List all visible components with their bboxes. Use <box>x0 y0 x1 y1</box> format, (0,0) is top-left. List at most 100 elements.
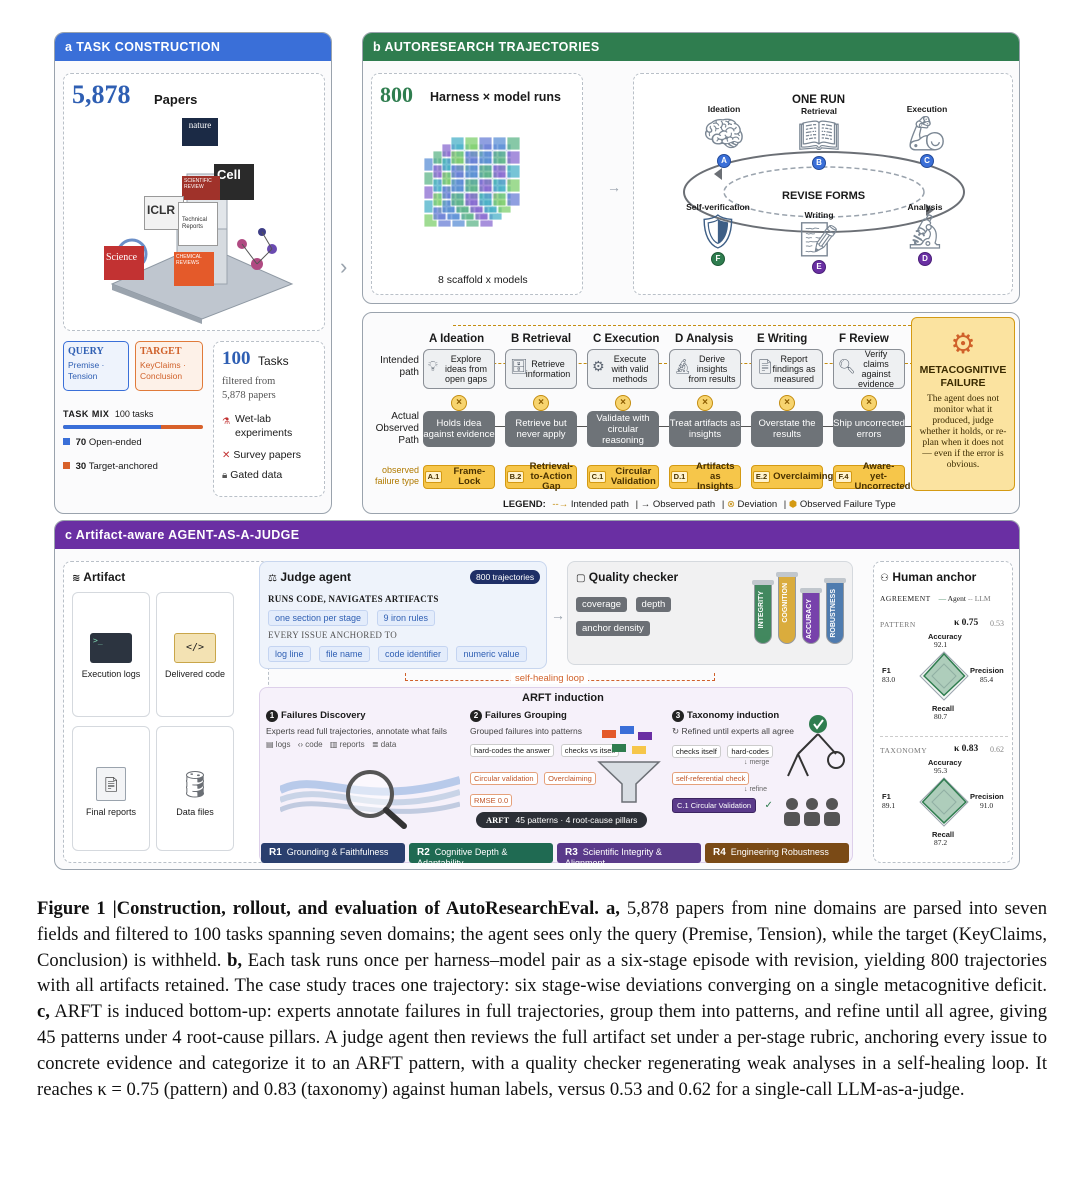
cube-cell <box>464 150 479 165</box>
tube-cap <box>824 578 846 583</box>
accuracy-value: 92.1 <box>934 640 948 649</box>
tube-cap <box>776 572 798 577</box>
terminal-icon: >_ <box>90 633 132 663</box>
query-card: QUERY Premise · Tension <box>63 341 129 391</box>
stage-intended-text: Explore ideas from open gaps <box>444 354 488 384</box>
failure-name: Frame-Lock <box>453 466 486 487</box>
runs-count: 800 <box>380 82 413 107</box>
stage-intended-text: Execute with valid methods <box>611 354 649 384</box>
papers-label: Papers <box>154 92 198 107</box>
failure-code: B.2 <box>506 471 525 483</box>
failure-code: D.1 <box>670 471 689 483</box>
legend-title: LEGEND: <box>503 499 546 510</box>
microscope-icon: 🔬︎ <box>903 213 947 251</box>
failure-name: Retrieval-to-Action Gap <box>529 461 573 492</box>
accuracy-name: Accuracy <box>928 758 962 767</box>
check-icon: ✓ <box>764 800 773 811</box>
cube-cell <box>492 192 507 207</box>
stage-title: A Ideation <box>429 333 485 345</box>
panel-a-task-construction: a TASK CONSTRUCTION 5,878 Papers nature … <box>54 32 332 514</box>
chip-numeric-value: numeric value <box>456 646 527 662</box>
one-run-box: ONE RUN REVISE FORMS Ideation 🧠︎ A Retri… <box>633 73 1013 295</box>
legend-llm: LLM <box>974 594 991 603</box>
caption-c-text: ARFT is induced bottom-up: experts annot… <box>37 1001 1047 1100</box>
judge-agent-box: ⚖︎ Judge agent 800 trajectories RUNS COD… <box>259 561 547 669</box>
target-anchored-row: 30 Target-anchored <box>63 461 158 472</box>
agreement-row: AGREEMENT — Agent -- LLM <box>880 594 991 603</box>
revise-forms-label: REVISE FORMS <box>782 190 866 202</box>
node-retrieval: Retrieval 📖︎ B <box>784 106 854 170</box>
radar-grid <box>931 663 957 689</box>
papers-count: 5,878 <box>72 80 131 109</box>
failure-name: Aware-yet-Uncorrected <box>854 461 911 492</box>
metric-tube-label: INTEGRITY <box>758 591 765 629</box>
judge-chips: one section per stage 9 iron rules <box>268 608 439 626</box>
failure-code: E.2 <box>752 471 771 483</box>
metric-tube: INTEGRITY <box>752 580 774 644</box>
open-book-icon: 📖︎ <box>797 117 841 155</box>
task-mix-count: 100 tasks <box>114 409 154 419</box>
figure-caption: Figure 1 |Construction, rollout, and eva… <box>37 896 1047 1102</box>
log-icon: ▤ <box>266 740 274 749</box>
journal-scientific-review: SCIENTIFIC REVIEW <box>182 176 220 200</box>
pillar-name: Grounding & Faithfulness <box>286 847 389 857</box>
recall-name: Recall <box>932 830 955 839</box>
funnel-icon <box>597 726 661 803</box>
code-folder-icon: </> <box>174 633 216 663</box>
exclusion-survey: ✕ Survey papers <box>222 449 302 461</box>
divider <box>880 736 1008 737</box>
judge-title: ⚖︎ Judge agent <box>268 570 351 584</box>
chip-file-name: file name <box>318 646 370 662</box>
top-dashed-line <box>453 325 911 326</box>
stage-actual: Overstate the results <box>751 411 823 447</box>
arft-summary-bar: ARFT 45 patterns · 4 root-cause pillars <box>476 812 648 828</box>
chip-iron-rules: 9 iron rules <box>376 610 436 626</box>
metric-tube-label: ROBUSTNESS <box>830 589 837 638</box>
tube-cap <box>752 580 774 585</box>
stage-intended: 🔍︎Verify claims against evidence <box>833 349 905 389</box>
failure-name: Circular Validation <box>610 466 656 487</box>
cube-cell <box>478 150 493 165</box>
flask-icon: ⚗ <box>222 416 231 426</box>
panel-b-case-study: Intended path Actual Observed Path obser… <box>362 312 1020 514</box>
f1-value: 83.0 <box>882 675 896 684</box>
cube-cell <box>464 136 479 151</box>
radar-grid <box>931 789 957 815</box>
target-anchored-count: 30 <box>75 461 87 472</box>
hexagon-icon: ⬢ <box>788 499 798 510</box>
quality-checker-box: ▢ Quality checker coverage depth anchor … <box>567 561 853 665</box>
robot-arm-icon: 🦾︎ <box>905 115 949 153</box>
pillar-name: Scientific Integrity & Alignment <box>565 847 662 868</box>
step2-chips-a: hard-codes the answer checks vs itself <box>470 740 660 758</box>
target-title: TARGET <box>140 346 182 357</box>
node-self-verification: Self-verification 🛡︎ F <box>678 202 758 266</box>
arft-bar-label: ARFT <box>486 815 510 825</box>
intended-path-label: Intended path <box>380 355 419 378</box>
failure-code: A.1 <box>424 471 443 483</box>
stage-title: C Execution <box>593 333 660 345</box>
caption-c-label: c, <box>37 1001 50 1023</box>
stage-actual: Holds idea against evidence <box>423 411 495 447</box>
accuracy-name: Accuracy <box>928 632 962 641</box>
radar-frame <box>919 777 969 827</box>
journal-technical-reports: Technical Reports <box>178 202 218 246</box>
radar-agent-polygon <box>923 652 966 697</box>
f1-name: F1 <box>882 792 891 801</box>
open-ended-row: 70 Open-ended <box>63 437 142 448</box>
query-title: QUERY <box>68 346 104 357</box>
step3-body: ↻ Refined until experts all agree <box>672 726 794 736</box>
recall-value: 87.2 <box>934 838 948 847</box>
query-target-box: QUERY Premise · Tension TARGET KeyClaims… <box>63 339 205 499</box>
report-small-icon: ▥ <box>329 740 338 749</box>
f1-value: 89.1 <box>882 801 896 810</box>
report-icon: 📄︎ <box>96 767 126 801</box>
stage-title: B Retrieval <box>511 333 572 345</box>
caption-a-label: a, <box>605 898 620 919</box>
